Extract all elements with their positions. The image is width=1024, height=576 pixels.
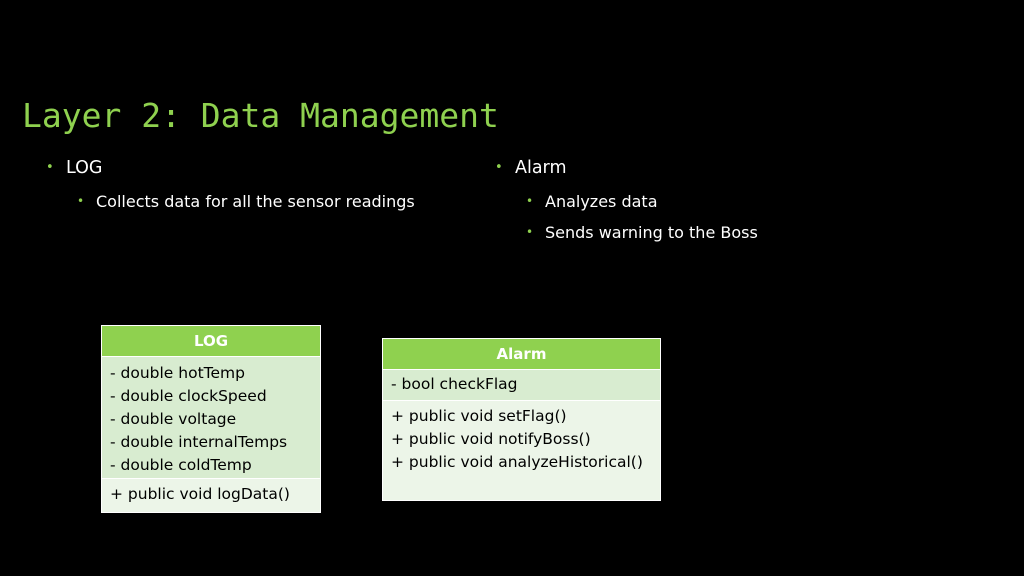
uml-attribute: - double voltage bbox=[110, 410, 237, 428]
bullet-dot-icon: • bbox=[526, 194, 534, 208]
sub-item-label: Analyzes data bbox=[545, 192, 658, 211]
uml-method: + public void analyzeHistorical() bbox=[391, 453, 643, 471]
uml-method: + public void notifyBoss() bbox=[391, 430, 591, 448]
bullet-column-alarm: • Alarm • Analyzes data • Sends warning … bbox=[495, 154, 758, 248]
uml-methods: + public void setFlag() + public void no… bbox=[383, 401, 660, 500]
bullet-dot-icon: • bbox=[77, 194, 85, 208]
bullet-dot-icon: • bbox=[495, 160, 503, 175]
uml-class-log: LOG - double hotTemp - double clockSpeed… bbox=[101, 325, 321, 513]
uml-attributes: - bool checkFlag bbox=[383, 370, 660, 401]
uml-attribute: - double coldTemp bbox=[110, 456, 252, 474]
bullet-dot-icon: • bbox=[526, 225, 534, 239]
bullet-column-log: • LOG • Collects data for all the sensor… bbox=[46, 154, 415, 217]
uml-class-name: LOG bbox=[102, 326, 320, 357]
sub-list-log: • Collects data for all the sensor readi… bbox=[77, 186, 415, 217]
sub-item-label: Collects data for all the sensor reading… bbox=[96, 192, 415, 211]
slide-title: Layer 2: Data Management bbox=[22, 96, 499, 135]
sub-item-alarm-sends: • Sends warning to the Boss bbox=[526, 217, 758, 248]
sub-item-alarm-analyzes: • Analyzes data bbox=[526, 186, 758, 217]
sub-item-log-collects: • Collects data for all the sensor readi… bbox=[77, 186, 415, 217]
uml-class-alarm: Alarm - bool checkFlag + public void set… bbox=[382, 338, 661, 501]
uml-attribute: - bool checkFlag bbox=[391, 375, 518, 393]
bullet-label-log: LOG bbox=[66, 158, 103, 178]
uml-attribute: - double clockSpeed bbox=[110, 387, 267, 405]
bullet-item-log: • LOG bbox=[46, 154, 415, 182]
uml-methods: + public void logData() bbox=[102, 479, 320, 512]
uml-attributes: - double hotTemp - double clockSpeed - d… bbox=[102, 357, 320, 479]
uml-method: + public void setFlag() bbox=[391, 407, 567, 425]
uml-method: + public void logData() bbox=[110, 485, 290, 503]
uml-attribute: - double internalTemps bbox=[110, 433, 288, 451]
sub-list-alarm: • Analyzes data • Sends warning to the B… bbox=[526, 186, 758, 248]
bullet-item-alarm: • Alarm bbox=[495, 154, 758, 182]
bullet-label-alarm: Alarm bbox=[515, 158, 567, 178]
uml-attribute: - double hotTemp bbox=[110, 364, 245, 382]
bullet-dot-icon: • bbox=[46, 160, 54, 175]
sub-item-label: Sends warning to the Boss bbox=[545, 223, 758, 242]
uml-class-name: Alarm bbox=[383, 339, 660, 370]
